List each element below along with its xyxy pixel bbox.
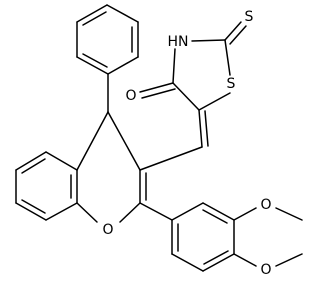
methoxy-oxygen-upper-label: O [260, 197, 271, 213]
thioxo-bond-2 [229, 25, 247, 45]
benzo-ring [15, 151, 78, 221]
ring-sulfur-label: S [227, 76, 236, 92]
pyran-ring [76, 111, 147, 223]
phenyl-ring [76, 4, 139, 75]
ring-nh-label: HN [168, 34, 189, 50]
pyran-oxygen-label: O [102, 222, 113, 238]
carbonyl-oxygen-label: O [125, 88, 136, 104]
carbonyl-bond-2 [141, 88, 176, 99]
thioxo-bond [224, 21, 242, 41]
thioxo-sulfur-label: S [245, 9, 254, 25]
thiazolidinone-ring [172, 39, 231, 111]
dimethoxyphenyl-ring [171, 202, 235, 272]
carbonyl-bond [139, 82, 174, 93]
methoxy-lower [233, 253, 303, 267]
methoxy-upper [233, 207, 303, 221]
methoxy-oxygen-lower-label: O [260, 262, 271, 278]
methylidene-linker [139, 109, 209, 171]
c2-aryl-bond [139, 202, 173, 221]
